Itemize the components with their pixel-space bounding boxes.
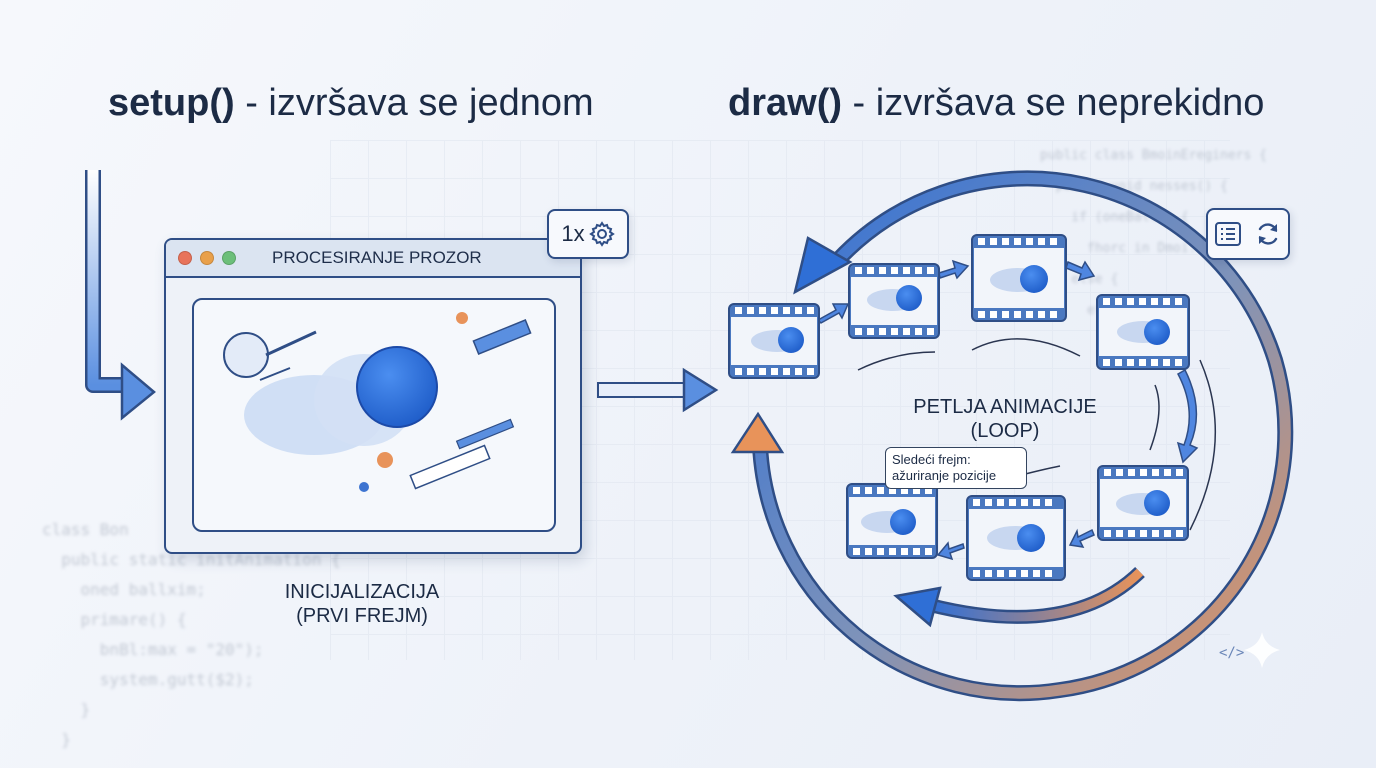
thin-flow-arcs bbox=[857, 338, 1217, 531]
animation-loop-label-line1: PETLJA ANIMACIJE bbox=[913, 396, 1097, 418]
window-title: PROCESIRANJE PROZOR bbox=[272, 248, 482, 267]
next-frame-callout: Sledeći frejm: ažuriranje pozicije bbox=[885, 447, 1027, 489]
code-tag-icon: </> bbox=[1219, 645, 1245, 661]
frame-1 bbox=[728, 303, 820, 379]
window-maximize-dot[interactable] bbox=[222, 251, 236, 265]
run-once-badge: 1x bbox=[547, 209, 629, 259]
frame-4 bbox=[1096, 294, 1190, 370]
initialization-label: INICIJALIZACIJA (PRVI FREJM) bbox=[272, 580, 452, 628]
initialization-label-line1: INICIJALIZACIJA bbox=[284, 581, 440, 603]
setup-heading: setup() - izvršava se jednom bbox=[108, 82, 594, 125]
canvas-shapes bbox=[223, 312, 532, 492]
initialization-label-line2: (PRVI FREJM) bbox=[296, 605, 428, 627]
list-icon[interactable] bbox=[1214, 221, 1242, 247]
draw-heading-text: - izvršava se neprekidno bbox=[842, 82, 1265, 124]
run-count: 1x bbox=[561, 221, 585, 246]
draw-heading: draw() - izvršava se neprekidno bbox=[728, 82, 1264, 125]
loop-controls-badge bbox=[1206, 208, 1290, 260]
animation-loop-label: PETLJA ANIMACIJE (LOOP) bbox=[895, 395, 1115, 443]
step-arrows bbox=[816, 259, 1199, 561]
setup-heading-text: - izvršava se jednom bbox=[234, 82, 594, 124]
processing-window: PROCESIRANJE PROZOR bbox=[164, 238, 582, 554]
frame-7 bbox=[846, 483, 938, 559]
animation-frames bbox=[728, 234, 1190, 581]
loop-ring bbox=[730, 170, 1294, 702]
window-close-dot[interactable] bbox=[178, 251, 192, 265]
inner-loop-arrow bbox=[893, 566, 1145, 628]
callout-line1: Sledeći frejm: bbox=[892, 452, 971, 467]
window-minimize-dot[interactable] bbox=[200, 251, 214, 265]
callout-line2: ažuriranje pozicije bbox=[892, 468, 997, 483]
setup-function-name: setup() bbox=[108, 82, 235, 124]
frame-3 bbox=[971, 234, 1067, 322]
animation-loop-label-line2: (LOOP) bbox=[970, 420, 1040, 442]
window-titlebar: PROCESIRANJE PROZOR bbox=[166, 240, 580, 278]
entry-arrow bbox=[85, 170, 156, 421]
frame-5 bbox=[1097, 465, 1189, 541]
sparkle-icon bbox=[1244, 632, 1280, 668]
draw-function-name: draw() bbox=[728, 82, 842, 124]
frame-6 bbox=[966, 495, 1066, 581]
refresh-icon[interactable] bbox=[1254, 220, 1282, 248]
frame-2 bbox=[848, 263, 940, 339]
sketch-canvas bbox=[192, 298, 556, 532]
gear-icon bbox=[588, 221, 615, 247]
setup-to-draw-arrow bbox=[597, 367, 719, 413]
background-code-left: class Bon public static initAnimation { … bbox=[42, 520, 341, 749]
